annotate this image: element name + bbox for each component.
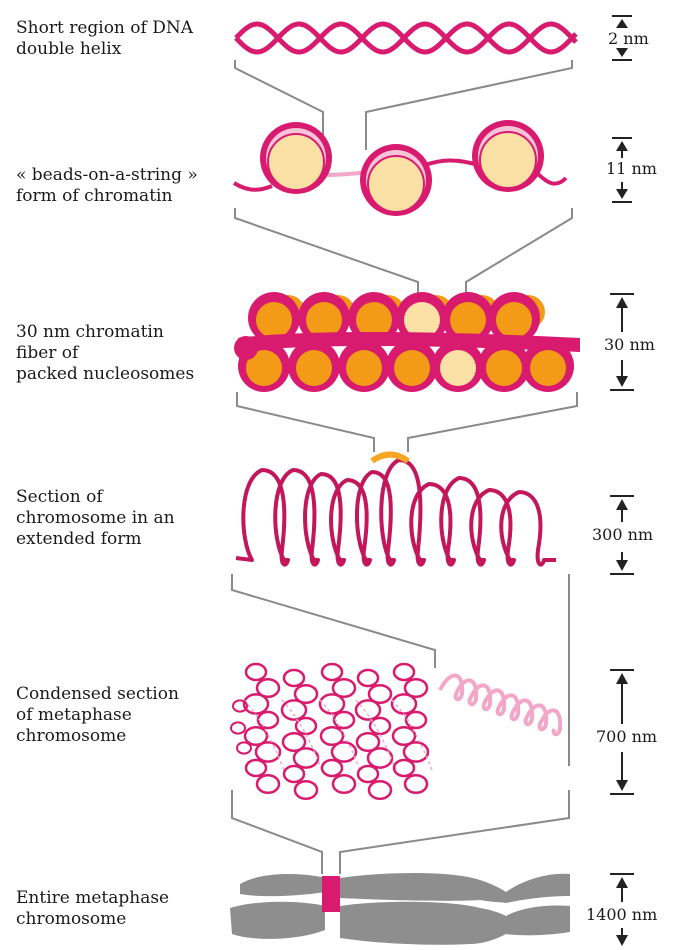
beads-on-string [234,120,566,216]
30nm-fiber [234,292,580,392]
centromere [322,876,340,912]
nucleosome [260,122,332,194]
nucleosome [472,120,544,192]
scale-bars [610,16,634,946]
zoom-connector-2 [235,208,572,295]
zoom-connector-3 [237,392,577,452]
metaphase-chromosome [230,873,570,945]
nucleosome [360,144,432,216]
condensed-section [231,664,560,799]
extended-chromosome [236,455,556,565]
zoom-connector-5 [232,790,569,874]
dna-helix [236,24,576,52]
zoom-connector-4 [232,574,569,766]
